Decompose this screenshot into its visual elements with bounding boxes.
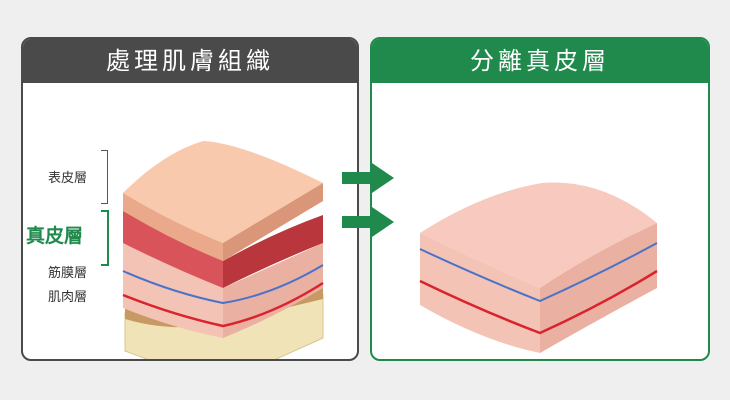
right-artery-line (419, 269, 658, 335)
label-fascia: 筋膜層 (48, 266, 88, 281)
label-epidermis: 表皮層 (48, 171, 88, 186)
bracket-epidermis (101, 150, 108, 204)
bracket-dermis (101, 210, 109, 266)
artery-line (122, 281, 324, 328)
epidermis-front (123, 193, 223, 261)
vein-line (122, 264, 324, 305)
dermis-red-front (123, 211, 223, 288)
left-panel-title: 處理肌膚組織 (23, 39, 357, 83)
arrow-right-icon (342, 207, 394, 237)
label-muscle: 肌肉層 (48, 290, 88, 305)
right-panel-title: 分離真皮層 (372, 39, 708, 83)
epidermis-side (223, 183, 323, 261)
epidermis-top (123, 141, 323, 243)
layered-skin-illustration (122, 141, 324, 359)
arrow-right-icon (342, 163, 394, 193)
left-panel: 處理肌膚組織 (21, 37, 359, 361)
label-dermis: 真皮層 (26, 225, 84, 247)
dermis-top-surface (420, 182, 657, 288)
right-vein-line (419, 242, 658, 303)
separated-dermis-illustration (419, 182, 658, 353)
dermis-red-side (223, 215, 323, 288)
right-panel: 分離真皮層 (370, 37, 710, 361)
